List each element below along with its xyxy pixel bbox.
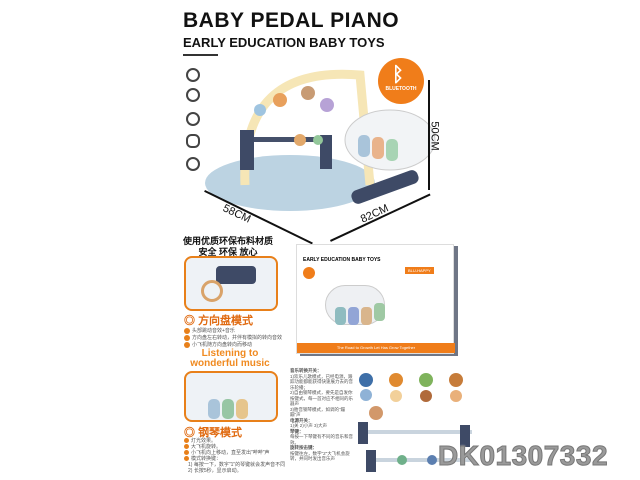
no-paint-icon	[186, 112, 200, 126]
divider	[183, 54, 218, 56]
product-subtitle: EARLY EDUCATION BABY TOYS	[183, 35, 385, 50]
height-label: 50CM	[428, 121, 441, 151]
listening-line2: wonderful music	[190, 358, 270, 369]
package-tag: BLU-HAPPY	[405, 267, 434, 274]
baby-face-icon	[186, 88, 200, 102]
package-box: EARLY EDUCATION BABY TOYS BLU-HAPPY The …	[296, 244, 455, 354]
product-code: DK01307332	[437, 440, 609, 472]
piano-item: 2) 长按5秒，显示启动。	[188, 468, 242, 474]
middle-notes: 音乐转换开关：1)欢乐儿歌模式，已经电源，跟踪功能都能获得快速展力去的音乐轮播；…	[290, 368, 353, 461]
play-gym-image	[205, 69, 436, 211]
footprint-icon	[186, 134, 200, 148]
toys-image	[358, 373, 472, 472]
steering-item: 头部跳动音效+音乐	[184, 327, 235, 334]
music-note-icon	[186, 68, 200, 82]
package-slogan: The Road to Growth Let Has Grow Together	[297, 343, 455, 353]
bluetooth-badge: ᛒ BLUETOOTH	[378, 58, 424, 104]
piano-mode-title: ◎ 钢琴模式	[184, 427, 243, 439]
package-title: EARLY EDUCATION BABY TOYS	[303, 257, 381, 263]
product-title: BABY PEDAL PIANO	[183, 9, 400, 32]
bluetooth-icon: ᛒ	[392, 64, 404, 86]
bluetooth-label: BLUETOOTH	[385, 86, 417, 92]
piano-item: 灯光效果。	[184, 438, 284, 444]
piano-items: 灯光效果。 大飞机旋转。 小飞机向上移动，直至发出"哔哔"声 模式转换键： 1)…	[184, 438, 286, 474]
steering-item: 方向盘左右转动，并伴有模拟的转向音效	[184, 334, 282, 341]
listening-line1: Listening to	[201, 348, 259, 359]
material-line1: 使用优质环保布料材质	[182, 236, 273, 246]
height-dimension-line	[428, 80, 430, 190]
bluetooth-icon	[303, 267, 315, 279]
piano-item: 1) 每按一下，数字"1"的琴键就会发声音不同	[188, 462, 286, 468]
piano-item: 大飞机旋转。	[184, 444, 284, 450]
steering-item: 小飞机随方向盘转向而移动	[184, 341, 252, 348]
piano-photo	[184, 371, 278, 422]
piano-item: 小飞机向上移动，直至发出"哔哔"声	[184, 450, 284, 456]
material-line2: 安全 环保 放心	[198, 247, 258, 257]
hand-icon	[186, 157, 200, 171]
piano-item: 模式转换键：	[184, 456, 284, 462]
steering-photo	[184, 256, 278, 311]
steering-mode-title: ◎ 方向盘模式	[184, 315, 254, 327]
